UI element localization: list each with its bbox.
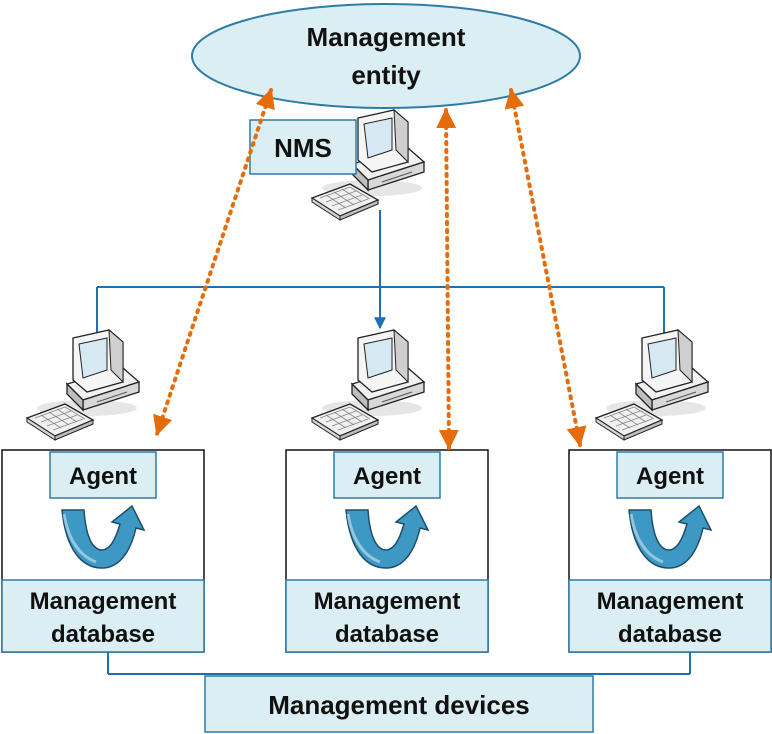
managed-device-2: Agent Management database	[285, 449, 489, 653]
agent-label: Agent	[636, 463, 704, 490]
managed-device-1: Agent Management database	[1, 449, 205, 653]
agent-box	[333, 451, 441, 499]
database-box	[1, 579, 205, 653]
agent-box	[49, 451, 157, 499]
database-label-line1: Management	[30, 588, 177, 615]
dotted-arrow-left	[153, 88, 275, 436]
management-entity-label-line2: entity	[351, 60, 421, 90]
management-entity-label-line1: Management	[307, 22, 466, 52]
management-entity-ellipse	[191, 3, 581, 109]
device-computer-icon-2	[311, 329, 425, 441]
management-devices-label: Management devices	[268, 690, 530, 720]
agent-label: Agent	[353, 463, 421, 490]
database-label-line1: Management	[314, 588, 461, 615]
database-label-line2: database	[335, 621, 439, 648]
nms-label: NMS	[274, 133, 332, 163]
device-computer-icon-1	[26, 329, 140, 441]
dotted-arrow-center	[436, 108, 459, 450]
database-label-line2: database	[51, 621, 155, 648]
management-devices-box	[204, 675, 594, 733]
database-box	[285, 579, 489, 653]
dotted-arrow-right	[504, 88, 587, 447]
database-label-line1: Management	[597, 588, 744, 615]
database-label-line2: database	[618, 621, 722, 648]
agent-label: Agent	[69, 463, 137, 490]
managed-device-3: Agent Management database	[568, 449, 772, 653]
agent-box	[616, 451, 724, 499]
database-box	[568, 579, 772, 653]
device-computer-icon-3	[595, 329, 709, 441]
